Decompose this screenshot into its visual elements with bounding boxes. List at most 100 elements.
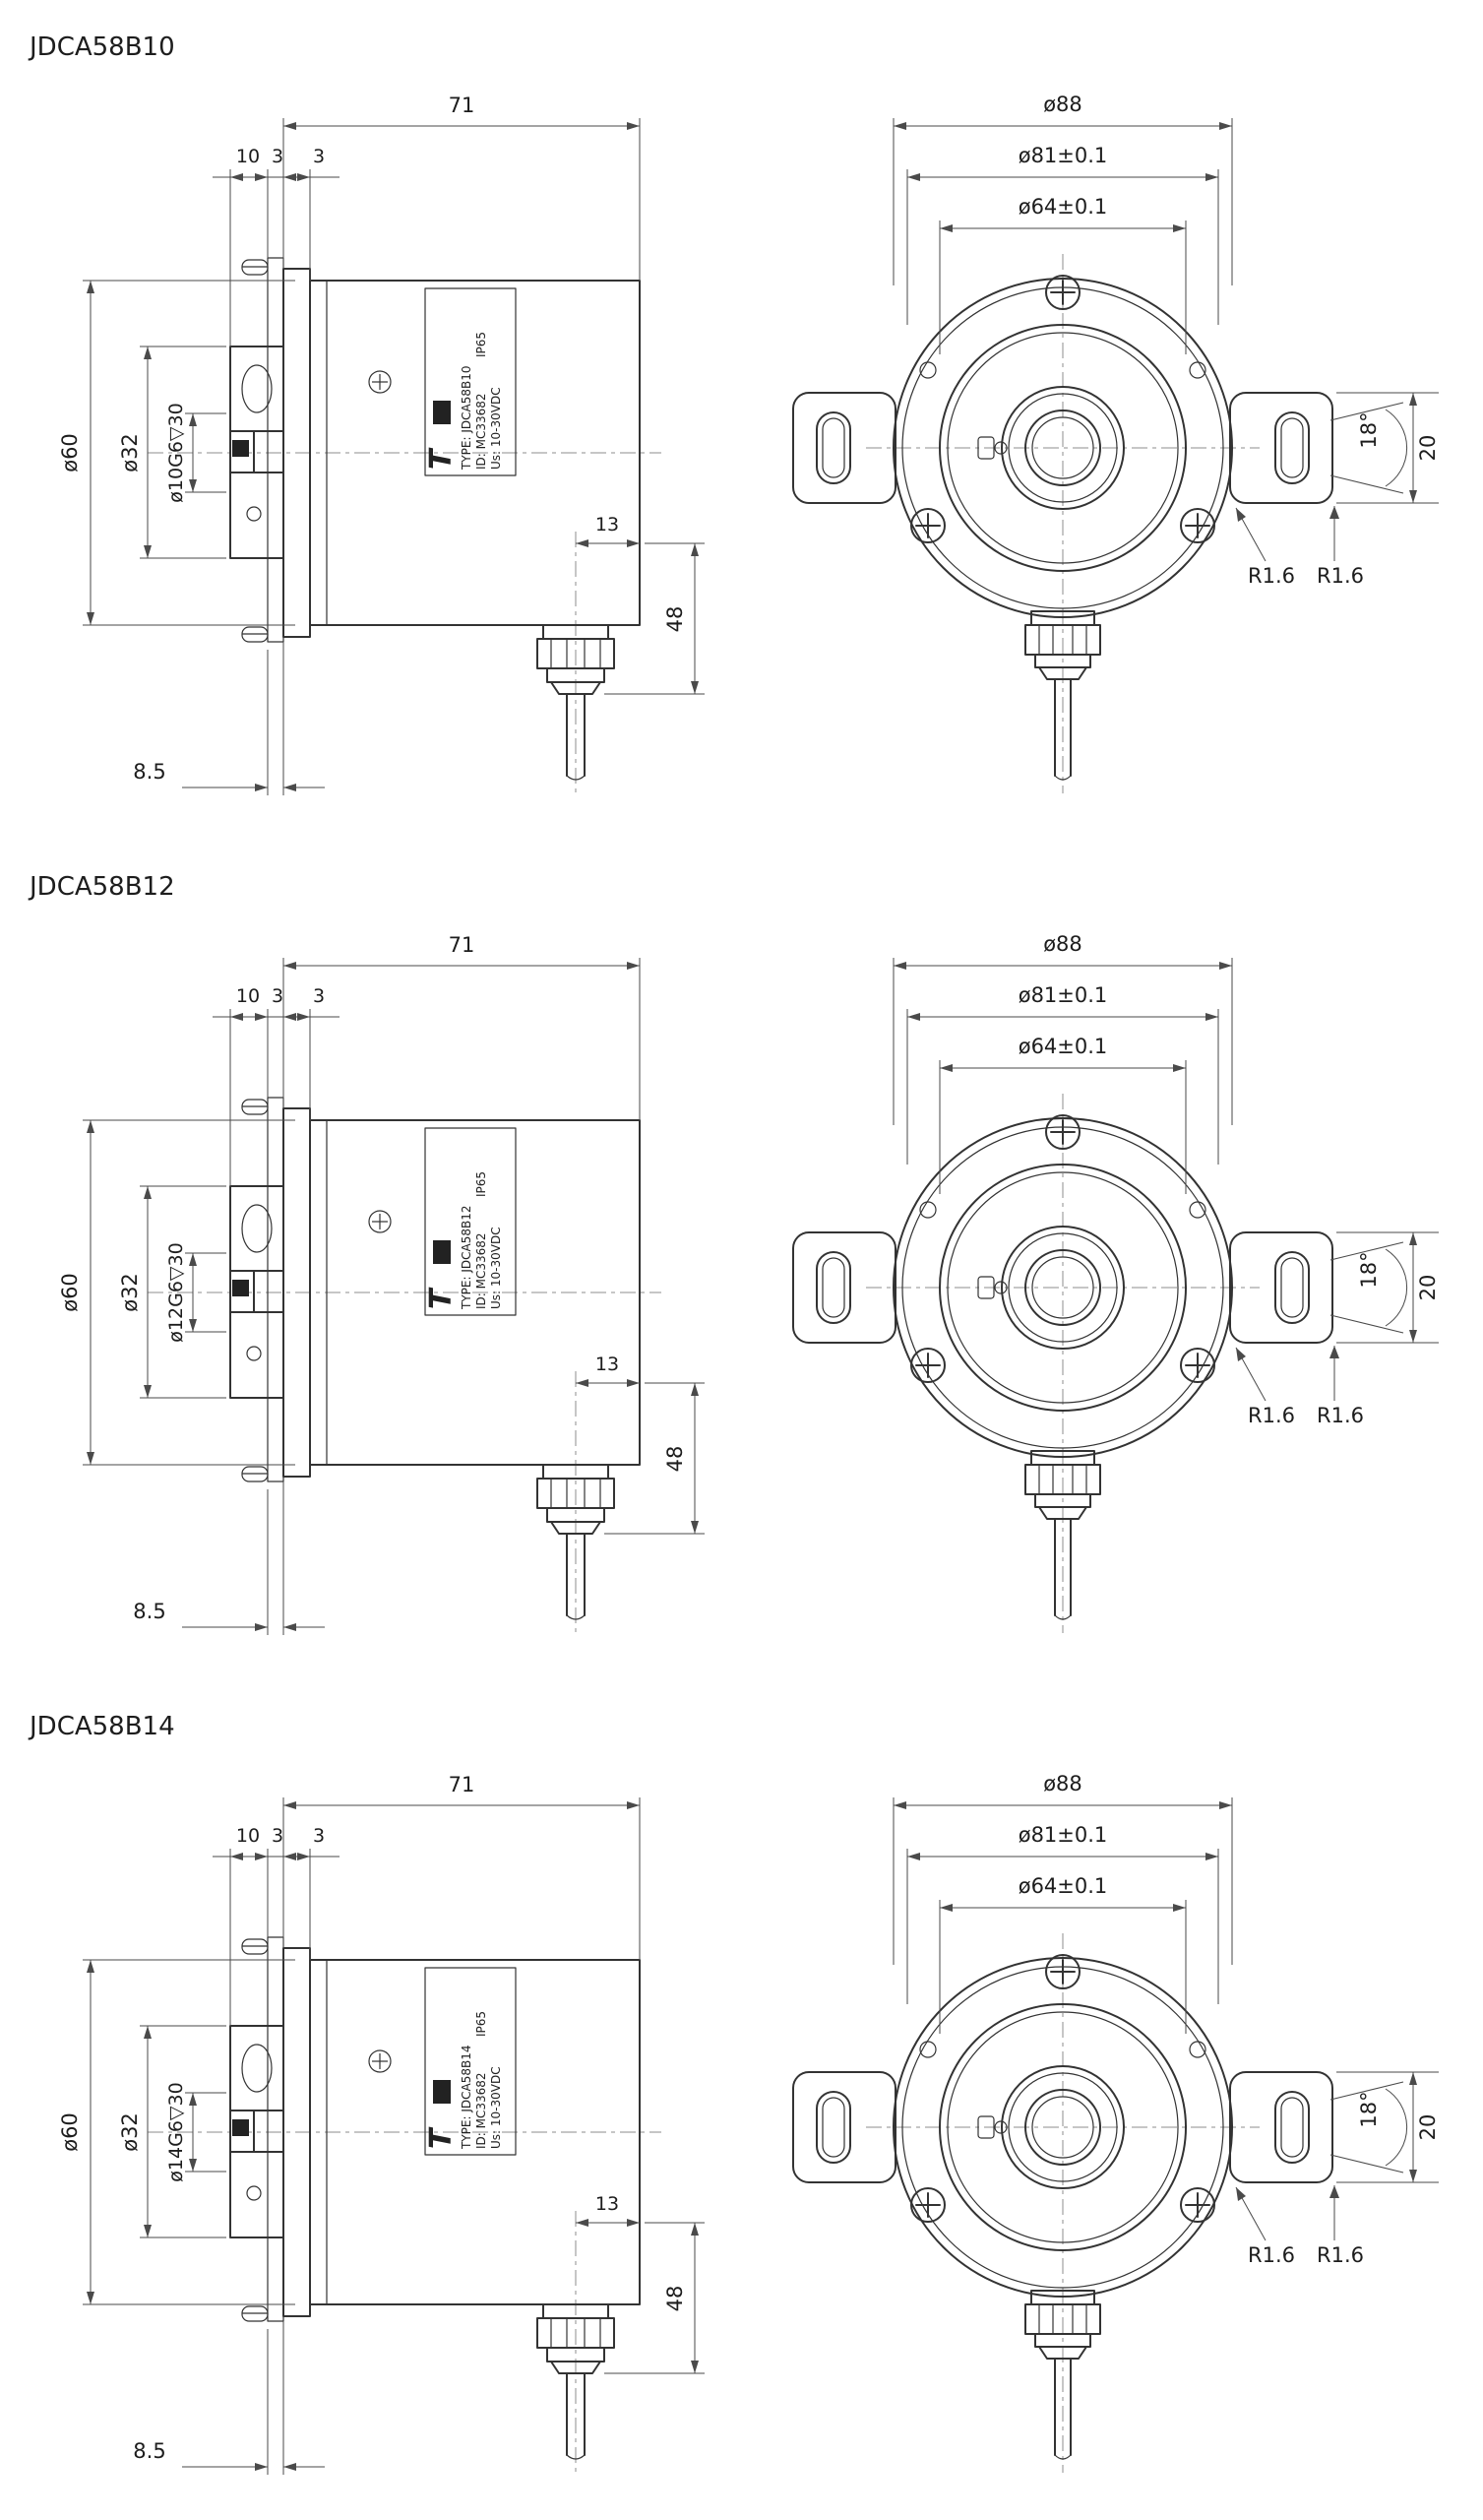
dim-48-label: 48 — [663, 1446, 687, 1473]
centerlines-front — [866, 254, 1260, 793]
dim-85-label: 8.5 — [133, 1600, 165, 1623]
dimensions-side: 71 10 3 3 ø60 ø32 — [58, 94, 705, 795]
mounting-ears — [792, 392, 1333, 504]
dim-shaft-label: ø14G6▽30 — [165, 2082, 187, 2181]
sticker-ip-rating: IP65 — [474, 2011, 488, 2037]
encoder-drawing-section: JDCA58B10 — [28, 32, 1440, 795]
cover-screw-icon — [1180, 508, 1215, 543]
pilot-hole — [919, 361, 937, 379]
cover-screw-icon — [910, 508, 946, 543]
cable-gland-front — [1024, 1450, 1101, 1620]
encoder-body — [241, 257, 641, 643]
dim-d60-label: ø60 — [58, 2112, 82, 2152]
dim-r-left-label: R1.6 — [1248, 1404, 1295, 1427]
dim-d32-label: ø32 — [118, 2112, 142, 2152]
dim-3a-label: 3 — [272, 146, 283, 167]
section-title: JDCA58B12 — [28, 872, 175, 902]
housing-circles — [893, 1117, 1233, 1458]
cover-screw-icon — [1045, 275, 1081, 310]
dim-3b-label: 3 — [313, 146, 325, 167]
dimensions-side: 71 10 3 3 ø60 ø32 — [58, 933, 705, 1635]
dim-d32-label: ø32 — [118, 433, 142, 472]
pilot-hole — [919, 2041, 937, 2058]
centerlines-front — [866, 1094, 1260, 1633]
dim-r-right-label: R1.6 — [1317, 2243, 1364, 2267]
body-screw-icon — [368, 1210, 392, 1233]
encoder-drawing-section: JDCA58B14 — [28, 1712, 1440, 2475]
cover-screw-icon — [1045, 1114, 1081, 1150]
dim-r-left-label: R1.6 — [1248, 564, 1295, 588]
setscrew-detail — [977, 436, 1008, 460]
dim-10-label: 10 — [236, 1825, 260, 1847]
brand-logo: T — [424, 1287, 459, 1309]
setscrew-detail — [977, 2115, 1008, 2139]
front-view: ø88 ø81±0.1 ø64±0.1 18° — [792, 1772, 1440, 2473]
brand-logo: T — [424, 2126, 459, 2149]
sticker-id-line: ID: MC33682 — [474, 393, 488, 470]
dim-3a-label: 3 — [272, 985, 283, 1007]
dim-13-label: 13 — [595, 2193, 619, 2215]
cable-gland-front — [1024, 610, 1101, 781]
housing-circles — [893, 278, 1233, 618]
cover-screw-icon — [1180, 2187, 1215, 2223]
logo-mark — [433, 1240, 451, 1264]
cable-gland-side — [536, 624, 615, 781]
mounting-ears — [792, 1231, 1333, 1344]
dim-20-label: 20 — [1416, 1275, 1440, 1301]
cable-gland-front — [1024, 2290, 1101, 2460]
dim-d88-label: ø88 — [1043, 932, 1082, 956]
dim-d60-label: ø60 — [58, 433, 82, 472]
dim-r-right-label: R1.6 — [1317, 564, 1364, 588]
mounting-ears — [792, 2071, 1333, 2183]
centerlines-side — [148, 1292, 661, 1633]
sticker-type-line: TYPE: JDCA58B10 — [460, 366, 473, 471]
brand-logo: T — [424, 447, 459, 470]
dim-d88-label: ø88 — [1043, 1772, 1082, 1796]
dim-shaft-label: ø12G6▽30 — [165, 1242, 187, 1342]
dimensions-front: ø88 ø81±0.1 ø64±0.1 18° — [893, 1772, 1440, 2267]
centerlines-side — [148, 2131, 661, 2473]
dim-angle-label: 18° — [1357, 2091, 1381, 2127]
dim-width-label: 71 — [449, 933, 475, 957]
dim-20-label: 20 — [1416, 435, 1440, 462]
dimensions-side: 71 10 3 3 ø60 ø32 — [58, 1773, 705, 2475]
dim-48-label: 48 — [663, 606, 687, 633]
centerlines-side — [148, 452, 661, 793]
dim-d81-label: ø81±0.1 — [1019, 1823, 1108, 1847]
sticker-voltage-line: Us: 10-30VDC — [489, 387, 503, 470]
cover-screw-icon — [910, 2187, 946, 2223]
cover-screw-icon — [910, 1348, 946, 1383]
dim-13-label: 13 — [595, 1354, 619, 1375]
body-screw-icon — [368, 370, 392, 394]
shaft-clamp — [229, 1185, 284, 1399]
sticker-ip-rating: IP65 — [474, 332, 488, 357]
dim-d64-label: ø64±0.1 — [1019, 1035, 1108, 1058]
pilot-hole — [1189, 1201, 1206, 1219]
dim-85-label: 8.5 — [133, 760, 165, 784]
front-view: ø88 ø81±0.1 ø64±0.1 18° — [792, 93, 1440, 793]
dim-angle-label: 18° — [1357, 1251, 1381, 1288]
dim-r-right-label: R1.6 — [1317, 1404, 1364, 1427]
dim-angle-label: 18° — [1357, 411, 1381, 448]
dim-20-label: 20 — [1416, 2114, 1440, 2141]
sticker-id-line: ID: MC33682 — [474, 2072, 488, 2149]
front-view: ø88 ø81±0.1 ø64±0.1 18° — [792, 932, 1440, 1633]
cable-gland-side — [536, 2303, 615, 2460]
body-screw-icon — [368, 2049, 392, 2073]
sticker-voltage-line: Us: 10-30VDC — [489, 1227, 503, 1309]
cover-screw-icon — [1180, 1348, 1215, 1383]
cable-gland-side — [536, 1464, 615, 1620]
dim-d88-label: ø88 — [1043, 93, 1082, 116]
dim-13-label: 13 — [595, 514, 619, 536]
housing-circles — [893, 1957, 1233, 2298]
sticker-id-line: ID: MC33682 — [474, 1232, 488, 1309]
dim-3a-label: 3 — [272, 1825, 283, 1847]
sticker-type-line: TYPE: JDCA58B14 — [460, 2046, 473, 2150]
dim-d64-label: ø64±0.1 — [1019, 195, 1108, 219]
dim-3b-label: 3 — [313, 1825, 325, 1847]
dim-3b-label: 3 — [313, 985, 325, 1007]
setscrew-detail — [977, 1276, 1008, 1299]
sticker-ip-rating: IP65 — [474, 1171, 488, 1197]
dim-width-label: 71 — [449, 94, 475, 117]
